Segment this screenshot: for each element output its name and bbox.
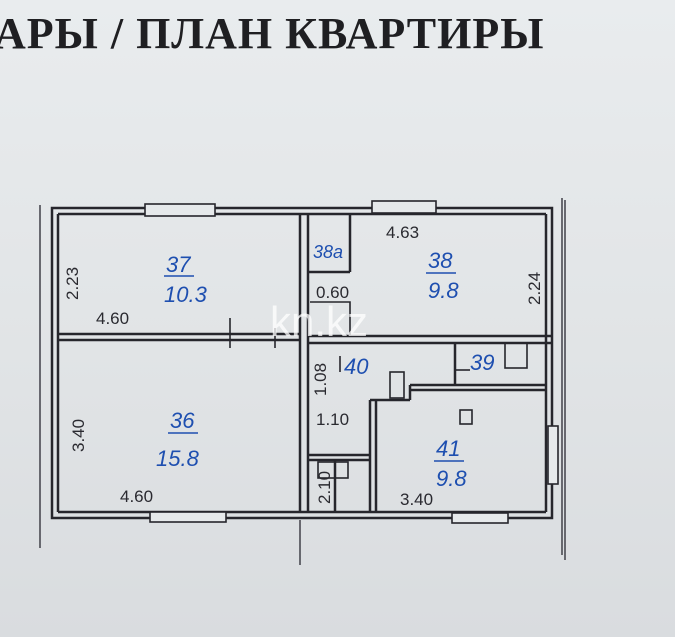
page-title: АРЫ / ПЛАН КВАРТИРЫ	[0, 9, 545, 58]
dim-1-10: 1.10	[316, 410, 349, 429]
dim-4-63: 4.63	[386, 223, 419, 242]
room-36-number: 36	[170, 408, 195, 433]
room-37-area: 10.3	[164, 282, 208, 307]
sink-icon	[459, 409, 473, 425]
dim-0-60: 0.60	[316, 283, 349, 302]
stove-icon	[389, 371, 405, 399]
room-41-number: 41	[436, 436, 460, 461]
room-37-number: 37	[166, 252, 191, 277]
dim-3-40-bottom: 3.40	[400, 490, 433, 509]
dim-2-24: 2.24	[525, 272, 544, 305]
dim-2-10: 2.10	[315, 471, 334, 504]
dim-4-60-top: 4.60	[96, 309, 129, 328]
dim-1-08: 1.08	[311, 363, 330, 396]
room-41-area: 9.8	[436, 466, 467, 491]
toilet-icon	[504, 342, 528, 369]
room-39-number: 39	[470, 350, 494, 375]
room-36-area: 15.8	[156, 446, 200, 471]
room-38-area: 9.8	[428, 278, 459, 303]
walls	[50, 206, 554, 520]
dim-2-23: 2.23	[63, 267, 82, 300]
room-40-number: 40	[344, 354, 369, 379]
dim-4-60-bottom: 4.60	[120, 487, 153, 506]
windows	[144, 200, 559, 524]
washbasin-icon	[317, 461, 349, 479]
room-38a-number: 38а	[313, 242, 343, 262]
room-38-number: 38	[428, 248, 453, 273]
duct-icon	[310, 301, 351, 336]
dim-3-40-left: 3.40	[69, 419, 88, 452]
watermark: kn.kz	[270, 298, 368, 345]
frame-lines	[39, 198, 566, 565]
fixtures	[229, 301, 528, 479]
